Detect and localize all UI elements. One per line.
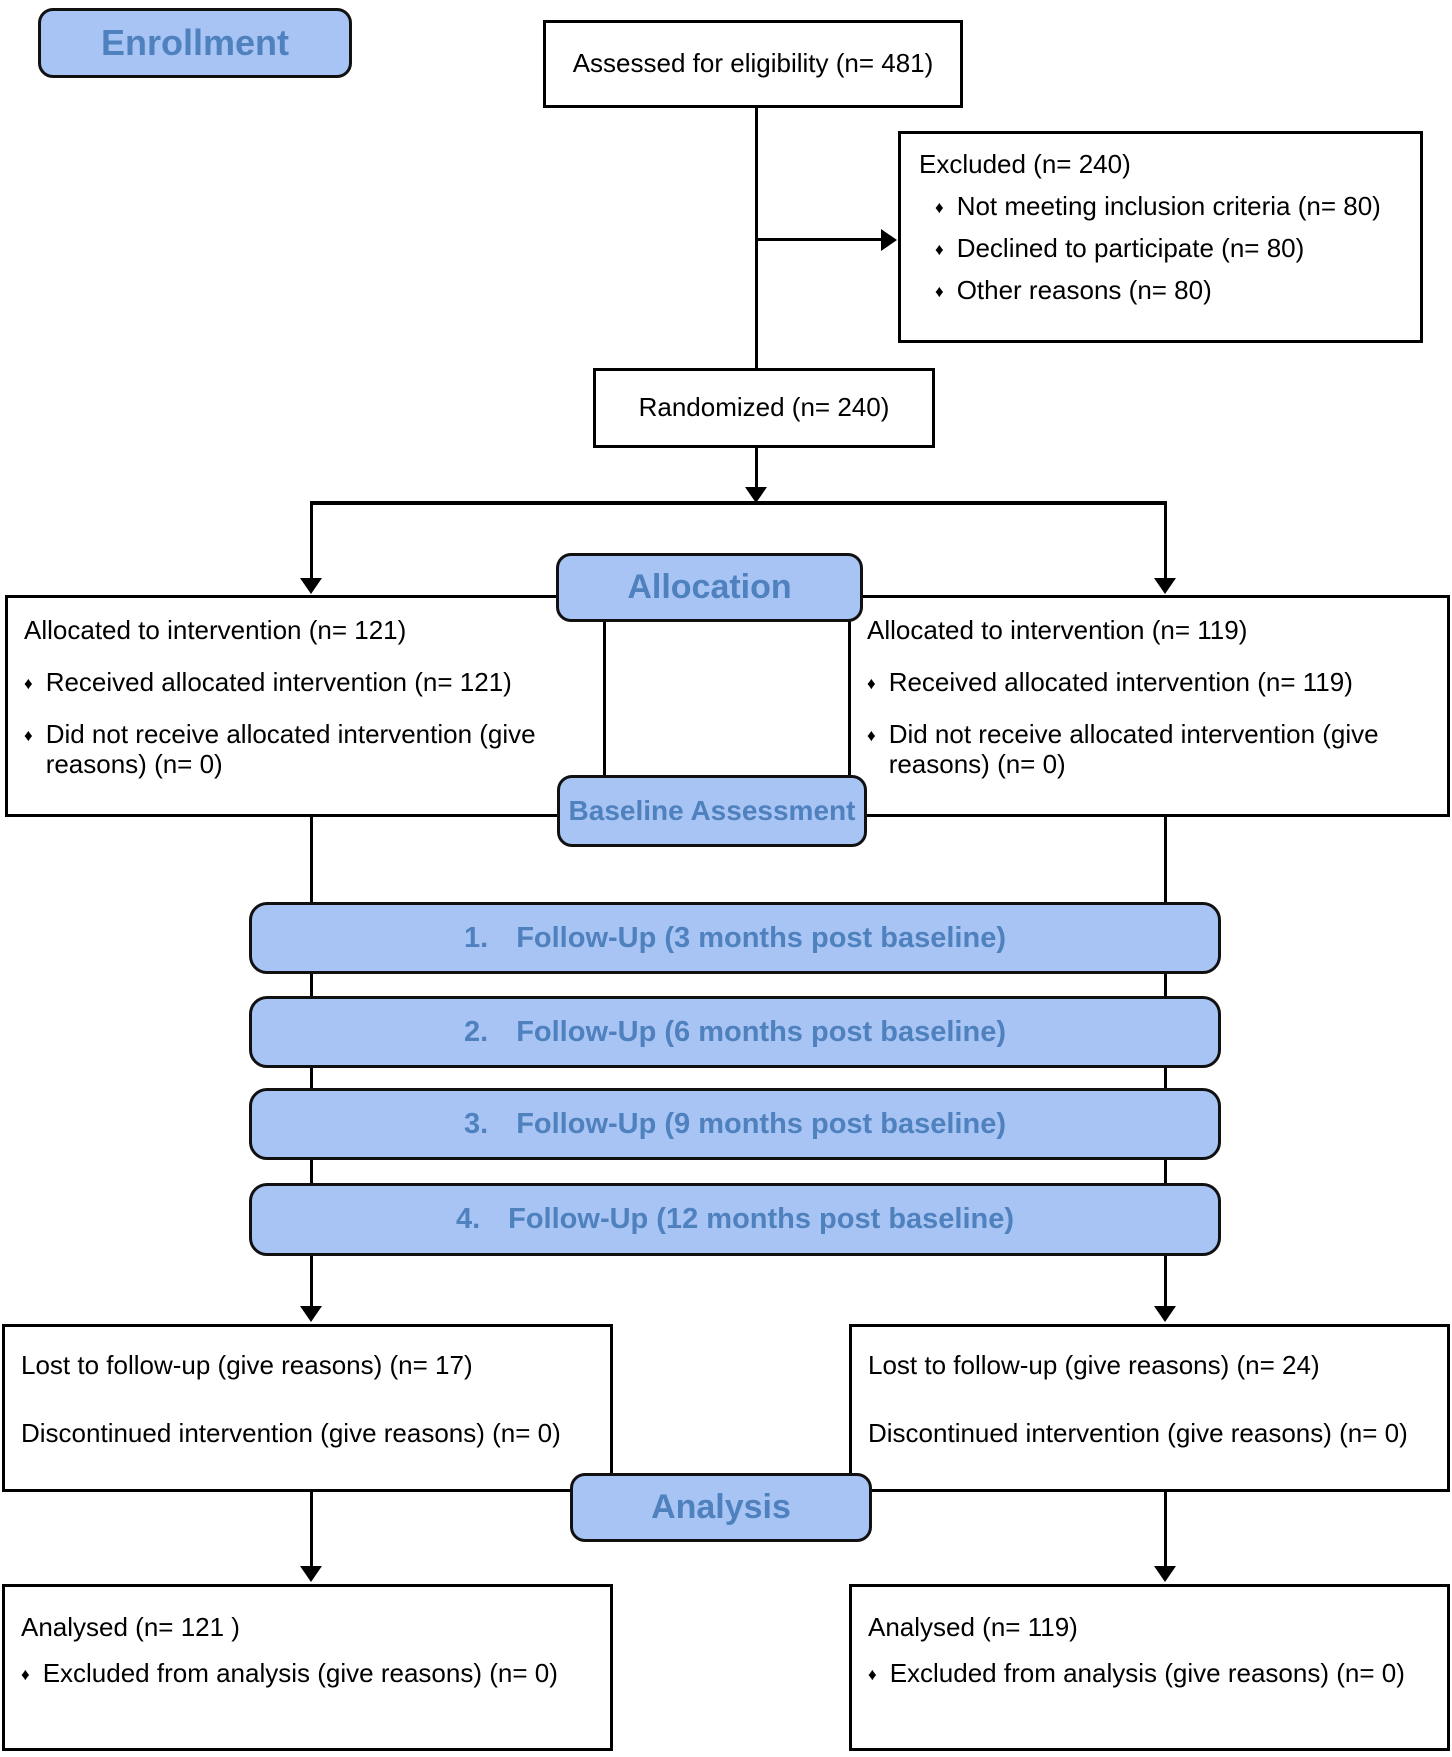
arrowhead-allocation-right [1154,578,1176,594]
baseline-phase-label: Baseline Assessment [557,775,867,847]
assessed-text: Assessed for eligibility (n= 481) [572,48,934,79]
followup-4-number: 4. [455,1203,481,1235]
lost-left-line1: Lost to follow-up (give reasons) (n= 17) [21,1350,473,1380]
excluded-bullet-1-text: Not meeting inclusion criteria (n= 80) [956,190,1381,221]
analysed-right-box: Analysed (n= 119) ♦ Excluded from analys… [849,1584,1450,1751]
followup-bar-2: 2. Follow-Up (6 months post baseline) [249,996,1221,1068]
analysed-right-bullet-text: Excluded from analysis (give reasons) (n… [889,1657,1405,1688]
diamond-bullet-icon: ♦ [935,197,944,217]
enrollment-phase-text: Enrollment [100,22,289,63]
allocation-right-bullet-1-text: Received allocated intervention (n= 119) [888,666,1353,697]
diamond-bullet-icon: ♦ [867,673,876,693]
randomized-text: Randomized (n= 240) [638,392,890,423]
arrowhead-analysed-left [300,1566,322,1582]
allocation-phase-label: Allocation [556,553,863,622]
diamond-bullet-icon: ♦ [24,673,33,693]
lost-left-box: Lost to follow-up (give reasons) (n= 17)… [2,1324,613,1492]
allocation-right-box: Allocated to intervention (n= 119) ♦ Rec… [848,595,1450,817]
allocation-right-title: Allocated to intervention (n= 119) [867,615,1248,645]
diamond-bullet-icon: ♦ [868,1664,877,1684]
lost-right-box: Lost to follow-up (give reasons) (n= 24)… [849,1324,1450,1492]
followup-3-text: Follow-Up (9 months post baseline) [516,1107,1006,1140]
excluded-bullet-3: ♦ Other reasons (n= 80) [935,274,1406,306]
analysed-left-box: Analysed (n= 121 ) ♦ Excluded from analy… [2,1584,613,1751]
analysed-right-title: Analysed (n= 119) [868,1612,1078,1642]
connector-analysis-right [1164,1492,1167,1568]
excluded-title: Excluded (n= 240) [919,149,1131,179]
allocation-phase-text: Allocation [627,568,792,606]
baseline-phase-text: Baseline Assessment [568,795,856,826]
connector-branch-left [310,503,313,581]
excluded-bullet-1: ♦ Not meeting inclusion criteria (n= 80) [935,190,1406,222]
analysis-phase-label: Analysis [570,1473,872,1542]
followup-2-number: 2. [464,1015,489,1048]
followup-1-text: Follow-Up (3 months post baseline) [516,921,1006,954]
followup-bar-1: 1. Follow-Up (3 months post baseline) [249,902,1221,974]
enrollment-phase-label: Enrollment [38,8,352,78]
lost-left-line2: Discontinued intervention (give reasons)… [21,1417,561,1448]
diamond-bullet-icon: ♦ [867,725,876,745]
branch-line [310,501,1167,505]
connector-branch-right [1164,503,1167,581]
allocation-left-bullet-2: ♦ Did not receive allocated intervention… [24,718,591,780]
allocation-left-bullet-1: ♦ Received allocated intervention (n= 12… [24,666,591,698]
allocation-right-bullet-1: ♦ Received allocated intervention (n= 11… [867,666,1435,698]
followup-2-text: Follow-Up (6 months post baseline) [516,1015,1006,1048]
allocation-left-box: Allocated to intervention (n= 121) ♦ Rec… [5,595,606,817]
excluded-box: Excluded (n= 240) ♦ Not meeting inclusio… [898,131,1423,343]
followup-bar-3: 3. Follow-Up (9 months post baseline) [249,1088,1221,1160]
followup-1-number: 1. [464,921,489,954]
diamond-bullet-icon: ♦ [21,1664,30,1684]
analysed-right-bullet: ♦ Excluded from analysis (give reasons) … [868,1657,1435,1689]
lost-right-line2: Discontinued intervention (give reasons)… [868,1417,1408,1448]
diamond-bullet-icon: ♦ [935,239,944,259]
allocation-right-bullet-2-text: Did not receive allocated intervention (… [888,718,1379,779]
assessed-box: Assessed for eligibility (n= 481) [543,20,963,108]
arrowhead-branch [745,487,767,503]
analysis-phase-text: Analysis [651,1488,791,1526]
excluded-bullet-2-text: Declined to participate (n= 80) [956,232,1305,263]
excluded-bullet-3-text: Other reasons (n= 80) [956,274,1212,305]
followup-3-number: 3. [464,1107,489,1140]
allocation-left-bullet-1-text: Received allocated intervention (n= 121) [45,666,512,697]
analysed-left-bullet: ♦ Excluded from analysis (give reasons) … [21,1657,598,1689]
arrowhead-excluded [881,229,897,251]
randomized-box: Randomized (n= 240) [593,368,935,448]
excluded-bullet-2: ♦ Declined to participate (n= 80) [935,232,1406,264]
followup-bar-4: 4. Follow-Up (12 months post baseline) [249,1183,1221,1256]
arrowhead-lost-left [300,1306,322,1322]
lost-right-line1: Lost to follow-up (give reasons) (n= 24) [868,1350,1320,1380]
arrowhead-lost-right [1154,1306,1176,1322]
diamond-bullet-icon: ♦ [935,281,944,301]
connector-to-excluded [755,238,883,241]
allocation-left-bullet-2-text: Did not receive allocated intervention (… [45,718,536,779]
analysed-left-title: Analysed (n= 121 ) [21,1612,240,1642]
connector-randomized-to-branch [755,448,758,490]
arrowhead-allocation-left [300,578,322,594]
allocation-right-bullet-2: ♦ Did not receive allocated intervention… [867,718,1435,780]
followup-4-text: Follow-Up (12 months post baseline) [508,1203,1015,1235]
allocation-left-title: Allocated to intervention (n= 121) [24,615,407,645]
analysed-left-bullet-text: Excluded from analysis (give reasons) (n… [42,1657,558,1688]
diamond-bullet-icon: ♦ [24,725,33,745]
connector-analysis-left [310,1492,313,1568]
arrowhead-analysed-right [1154,1566,1176,1582]
